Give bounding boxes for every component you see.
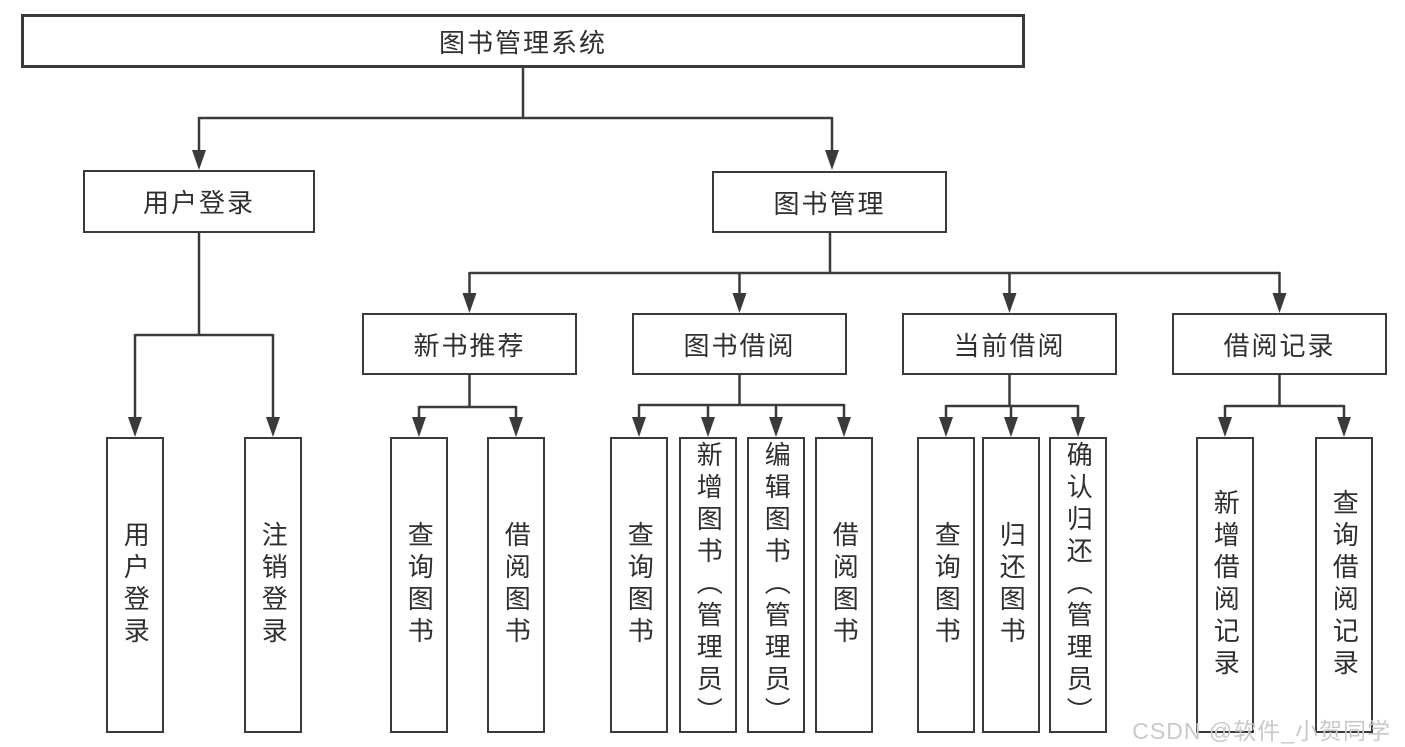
- node-label: 当前借阅: [953, 330, 1066, 361]
- node-label: 新书推荐: [413, 330, 526, 361]
- leaf-logout: 注销登录: [244, 437, 302, 733]
- leaf-query-books: 查询图书: [610, 437, 668, 733]
- leaf-return-books: 归还图书: [982, 437, 1040, 733]
- leaf-query-books: 查询图书: [390, 437, 448, 733]
- node-label: 图书管理系统: [438, 27, 607, 58]
- node-label: 借阅记录: [1223, 330, 1336, 361]
- leaf-label: 查询图书: [931, 521, 962, 649]
- leaf-label: 新增图书（管理员）: [693, 441, 724, 729]
- node-label: 用户登录: [142, 188, 255, 218]
- node-user-login: 用户登录: [83, 170, 315, 233]
- node-new-book-recommendation: 新书推荐: [362, 313, 577, 375]
- leaf-label: 查询图书: [404, 521, 435, 649]
- leaf-edit-books-admin: 编辑图书（管理员）: [747, 437, 805, 733]
- leaf-borrow-books: 借阅图书: [487, 437, 545, 733]
- csdn-watermark: CSDN @软件_小贺同学: [1132, 718, 1391, 744]
- leaf-label: 新增借阅记录: [1210, 489, 1241, 681]
- leaf-label: 查询借阅记录: [1329, 489, 1360, 681]
- node-library-management-system: 图书管理系统: [21, 14, 1025, 68]
- leaf-add-borrow-record: 新增借阅记录: [1196, 437, 1254, 733]
- leaf-query-borrow-record: 查询借阅记录: [1315, 437, 1373, 733]
- leaf-label: 借阅图书: [501, 521, 532, 649]
- node-current-borrowing: 当前借阅: [902, 313, 1117, 375]
- leaf-confirm-return-admin: 确认归还（管理员）: [1049, 437, 1107, 733]
- leaf-borrow-books: 借阅图书: [815, 437, 873, 733]
- node-label: 图书管理: [773, 188, 886, 219]
- leaf-user-login: 用户登录: [106, 437, 164, 733]
- node-book-management: 图书管理: [712, 171, 947, 233]
- leaf-query-books: 查询图书: [917, 437, 975, 733]
- leaf-label: 编辑图书（管理员）: [761, 441, 792, 729]
- node-label: 图书借阅: [683, 330, 796, 361]
- leaf-label: 查询图书: [624, 521, 655, 649]
- leaf-label: 确认归还（管理员）: [1063, 441, 1094, 729]
- leaf-label: 注销登录: [258, 521, 289, 649]
- leaf-label: 归还图书: [996, 521, 1027, 649]
- leaf-label: 用户登录: [120, 521, 151, 649]
- leaf-add-books-admin: 新增图书（管理员）: [679, 437, 737, 733]
- node-book-borrowing: 图书借阅: [632, 313, 847, 375]
- leaf-label: 借阅图书: [829, 521, 860, 649]
- node-borrowing-records: 借阅记录: [1172, 313, 1387, 375]
